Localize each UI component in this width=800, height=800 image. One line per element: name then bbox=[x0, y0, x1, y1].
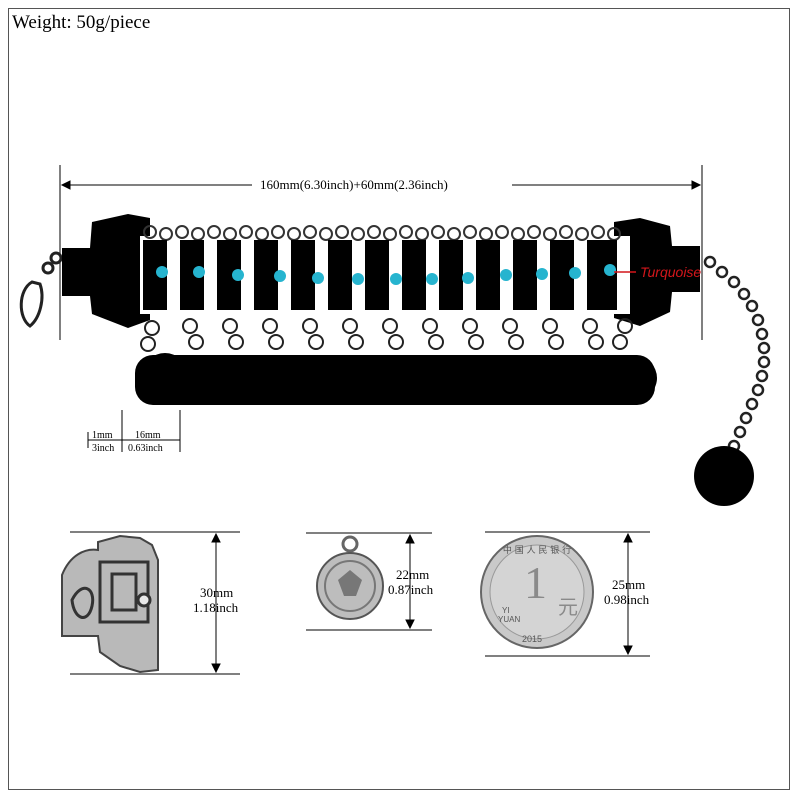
coin-text-yi: YI bbox=[502, 606, 510, 615]
end-cap-in: 1.18inch bbox=[193, 600, 239, 615]
end-cap-detail bbox=[61, 534, 159, 674]
coin-year: 2015 bbox=[522, 634, 543, 644]
plate-width-mm: 16mm bbox=[135, 430, 161, 441]
lobster-clasp bbox=[19, 251, 63, 328]
coin-unit: 元 bbox=[558, 595, 578, 619]
coin-charm-mm: 22mm bbox=[396, 567, 430, 582]
extension-chain bbox=[703, 255, 771, 453]
coin-charm bbox=[316, 535, 384, 620]
coin-charm-in: 0.87inch bbox=[388, 582, 434, 597]
coin-top-text: 中 国 人 民 银 行 bbox=[502, 546, 572, 556]
turquoise-label: Turquoise bbox=[640, 264, 702, 280]
left-end-cap bbox=[62, 214, 150, 328]
plate-gap-in: 3inch bbox=[92, 443, 115, 454]
reference-coin-mm: 25mm bbox=[612, 577, 646, 592]
plate-gap-mm: 1mm bbox=[92, 430, 113, 441]
reference-coin-dimension bbox=[485, 531, 650, 657]
plate-width-in: 0.63inch bbox=[128, 443, 163, 454]
top-chain bbox=[143, 225, 621, 241]
drop-chains bbox=[140, 318, 633, 352]
coin-text-yuan: YUAN bbox=[498, 615, 521, 624]
reference-coin-in: 0.98inch bbox=[604, 592, 650, 607]
length-label: 160mm(6.30inch)+60mm(2.36inch) bbox=[258, 177, 450, 192]
turquoise-beads bbox=[156, 264, 616, 285]
end-cap-dimension bbox=[70, 531, 240, 675]
right-end-cap bbox=[614, 218, 700, 326]
plates bbox=[143, 240, 617, 310]
extension-coin bbox=[694, 446, 754, 506]
reference-coin bbox=[480, 535, 594, 649]
coin-charm-dimension bbox=[306, 532, 432, 631]
weight-label: Weight: 50g/piece bbox=[12, 12, 151, 33]
image-frame bbox=[8, 8, 790, 790]
end-cap-mm: 30mm bbox=[200, 585, 234, 600]
length-dimension bbox=[59, 165, 703, 340]
coin-row bbox=[135, 353, 657, 405]
small-dimensions bbox=[87, 410, 181, 452]
coin-denomination: 1 bbox=[524, 557, 547, 608]
